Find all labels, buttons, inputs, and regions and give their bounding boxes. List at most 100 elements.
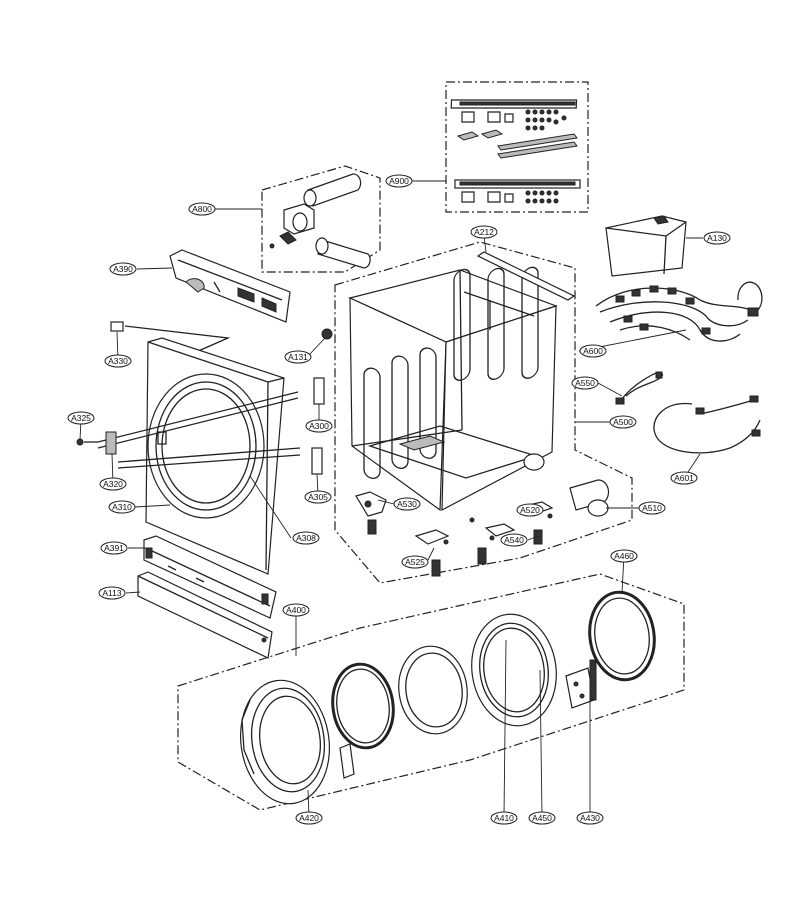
callout-a600: A600 [579,344,607,358]
callout-a525-oval [401,555,429,569]
hinge-rods [76,377,325,475]
callout-a308: A308 [292,531,320,545]
callout-a391: A391 [100,541,128,555]
callout-a400-label: A400 [286,605,306,615]
callout-a320: A320 [99,477,127,491]
callout-a212-label: A212 [474,227,494,237]
callout-a390-oval [109,262,137,276]
callout-a130: A130 [703,231,731,245]
callout-a900-oval [385,174,413,188]
callout-a325: A325 [67,411,95,425]
callout-a300: A300 [305,419,333,433]
a601-wire [653,395,761,454]
a131-bushing [321,328,333,340]
callout-a310-oval [108,500,136,514]
callout-a460-oval [610,549,638,563]
callout-a300-oval [305,419,333,433]
callout-a212-oval [470,225,498,239]
callout-a212: A212 [470,225,498,239]
cabinet-group-boundary [334,241,633,584]
callout-a500-label: A500 [613,417,633,427]
callout-a601-oval [670,471,698,485]
callout-a540-oval [500,533,528,547]
a500-cabinet [348,266,558,512]
a390-top-bracket [169,249,291,323]
callout-a390: A390 [109,262,137,276]
callout-a410: A410 [490,811,518,825]
callout-a410-label: A410 [494,813,514,823]
callout-a530-oval [393,497,421,511]
callout-a131-label: A131 [288,352,308,362]
door-group-boundary [177,573,685,811]
callout-a391-oval [100,541,128,555]
callout-a520-oval [516,503,544,517]
callout-a391-label: A391 [104,543,124,553]
callout-a400: A400 [282,603,310,617]
callout-a600-label: A600 [583,346,603,356]
callout-a430: A430 [576,811,604,825]
callout-a420-label: A420 [299,813,319,823]
callout-a325-label: A325 [71,413,91,423]
callout-a330-oval [104,354,132,368]
callout-a305-label: A305 [308,492,328,502]
a900-hardware-kit [450,99,581,204]
callout-a460-label: A460 [614,551,634,561]
callout-a900-label: A900 [389,176,409,186]
callout-a430-label: A430 [580,813,600,823]
callout-a525: A525 [401,555,429,569]
callout-a300-label: A300 [309,421,329,431]
callout-a420: A420 [295,811,323,825]
a900-kit-boundary [445,81,589,213]
callout-a310: A310 [108,500,136,514]
a800-duct-kit [269,173,371,269]
callout-a305-oval [304,490,332,504]
callout-a520: A520 [516,503,544,517]
callout-a510-label: A510 [642,503,662,513]
callout-a131-oval [284,350,312,364]
a391-lower-bracket [143,535,277,619]
callout-a130-label: A130 [707,233,727,243]
callout-a520-label: A520 [520,505,540,515]
callout-a310-label: A310 [112,502,132,512]
callout-a410-oval [490,811,518,825]
callout-a530: A530 [393,497,421,511]
a800-kit-boundary [261,165,381,273]
callout-a113-label: A113 [102,588,121,598]
callout-a601-label: A601 [674,473,694,483]
callout-a550-oval [571,376,599,390]
group-boundaries [177,81,685,811]
callout-a325-oval [67,411,95,425]
callout-a460: A460 [610,549,638,563]
a510-duct [569,479,610,517]
callout-a601: A601 [670,471,698,485]
door-parts [239,590,656,805]
callout-a131: A131 [284,350,312,364]
callout-a510: A510 [638,501,666,515]
callout-a900: A900 [385,174,413,188]
callout-a420-oval [295,811,323,825]
callout-a800-label: A800 [192,204,212,214]
callout-a550: A550 [571,376,599,390]
callout-a800-oval [188,202,216,216]
callout-a450-oval [528,811,556,825]
callout-a308-oval [292,531,320,545]
a600-wire-harness [595,281,763,342]
callout-a113: A113 [98,586,126,600]
callout-a130-oval [703,231,731,245]
callout-a430-oval [576,811,604,825]
callout-a308-label: A308 [296,533,316,543]
callout-a550-label: A550 [575,378,595,388]
callout-a113-oval [98,586,126,600]
a310-front-panel [145,337,285,575]
a113-kick-plate [137,571,273,659]
callout-a525-label: A525 [405,557,425,567]
a212-top-bar [476,251,576,301]
feet-and-brackets [355,491,554,577]
a330-guide-line [124,325,231,353]
callout-a600-oval [579,344,607,358]
callout-a330: A330 [104,354,132,368]
callout-a400-oval [282,603,310,617]
callout-a540-label: A540 [504,535,524,545]
